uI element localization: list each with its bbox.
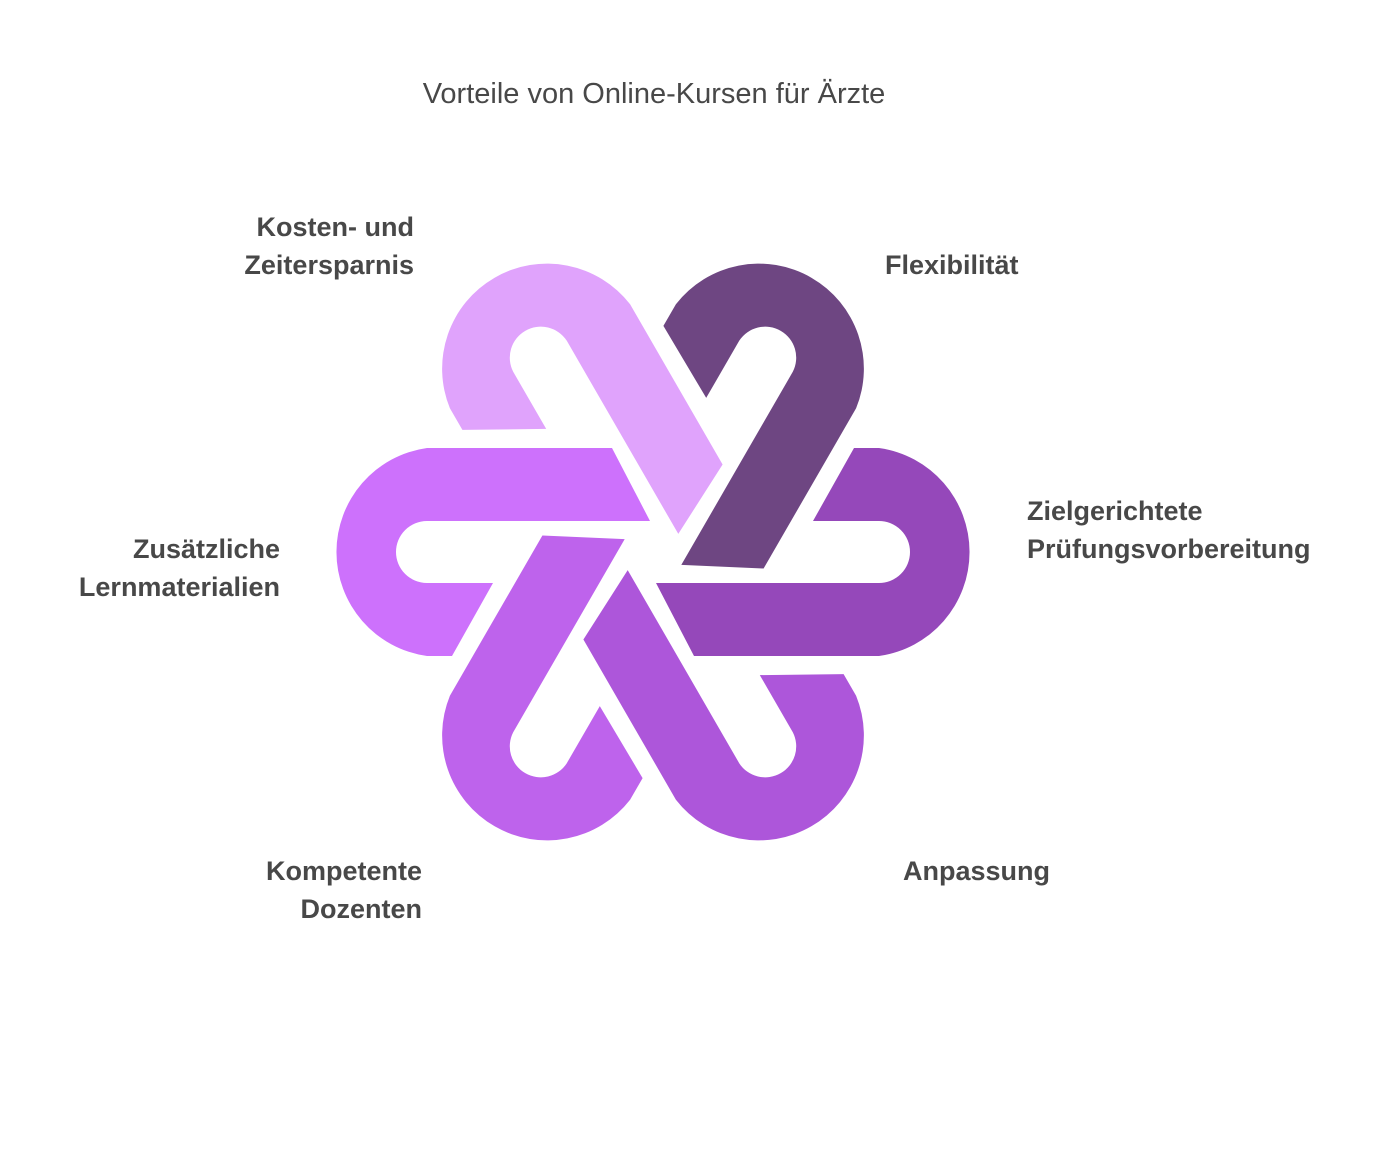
loop-dozenten <box>442 535 643 841</box>
label-materialien-line-1: Zusätzliche <box>132 534 280 564</box>
label-materialien-line-2: Lernmaterialien <box>78 572 280 602</box>
label-anpassung: Anpassung <box>903 852 1203 890</box>
label-pruefung-line-1: Zielgerichtete <box>1027 496 1203 526</box>
label-dozenten-line-2: Dozenten <box>300 894 423 924</box>
diagram-title: Vorteile von Online-Kursen für Ärzte <box>422 78 886 110</box>
label-dozenten-line-1: Kompetente <box>265 856 422 886</box>
label-flexibilitaet: Flexibilität <box>885 246 1185 284</box>
label-anpassung-line-1: Anpassung <box>903 856 1051 886</box>
loop-anpassung <box>583 570 864 841</box>
label-materialien: Zusätzliche Lernmaterialien <box>20 530 280 606</box>
loop-pruefung <box>656 448 970 656</box>
label-kosten-line-1: Kosten- und <box>256 212 414 242</box>
label-pruefung-line-2: Prüfungsvorbereitung <box>1027 534 1311 564</box>
label-flexibilitaet-line-1: Flexibilität <box>885 250 1019 280</box>
loop-flexibilitaet <box>663 263 864 569</box>
label-dozenten: Kompetente Dozenten <box>100 852 422 928</box>
label-kosten-line-2: Zeitersparnis <box>244 250 414 280</box>
loop-materialien <box>336 448 650 656</box>
label-pruefung: Zielgerichtete Prüfungsvorbereitung <box>1027 492 1367 568</box>
loop-kosten <box>442 263 723 534</box>
label-kosten: Kosten- und Zeitersparnis <box>150 208 414 284</box>
